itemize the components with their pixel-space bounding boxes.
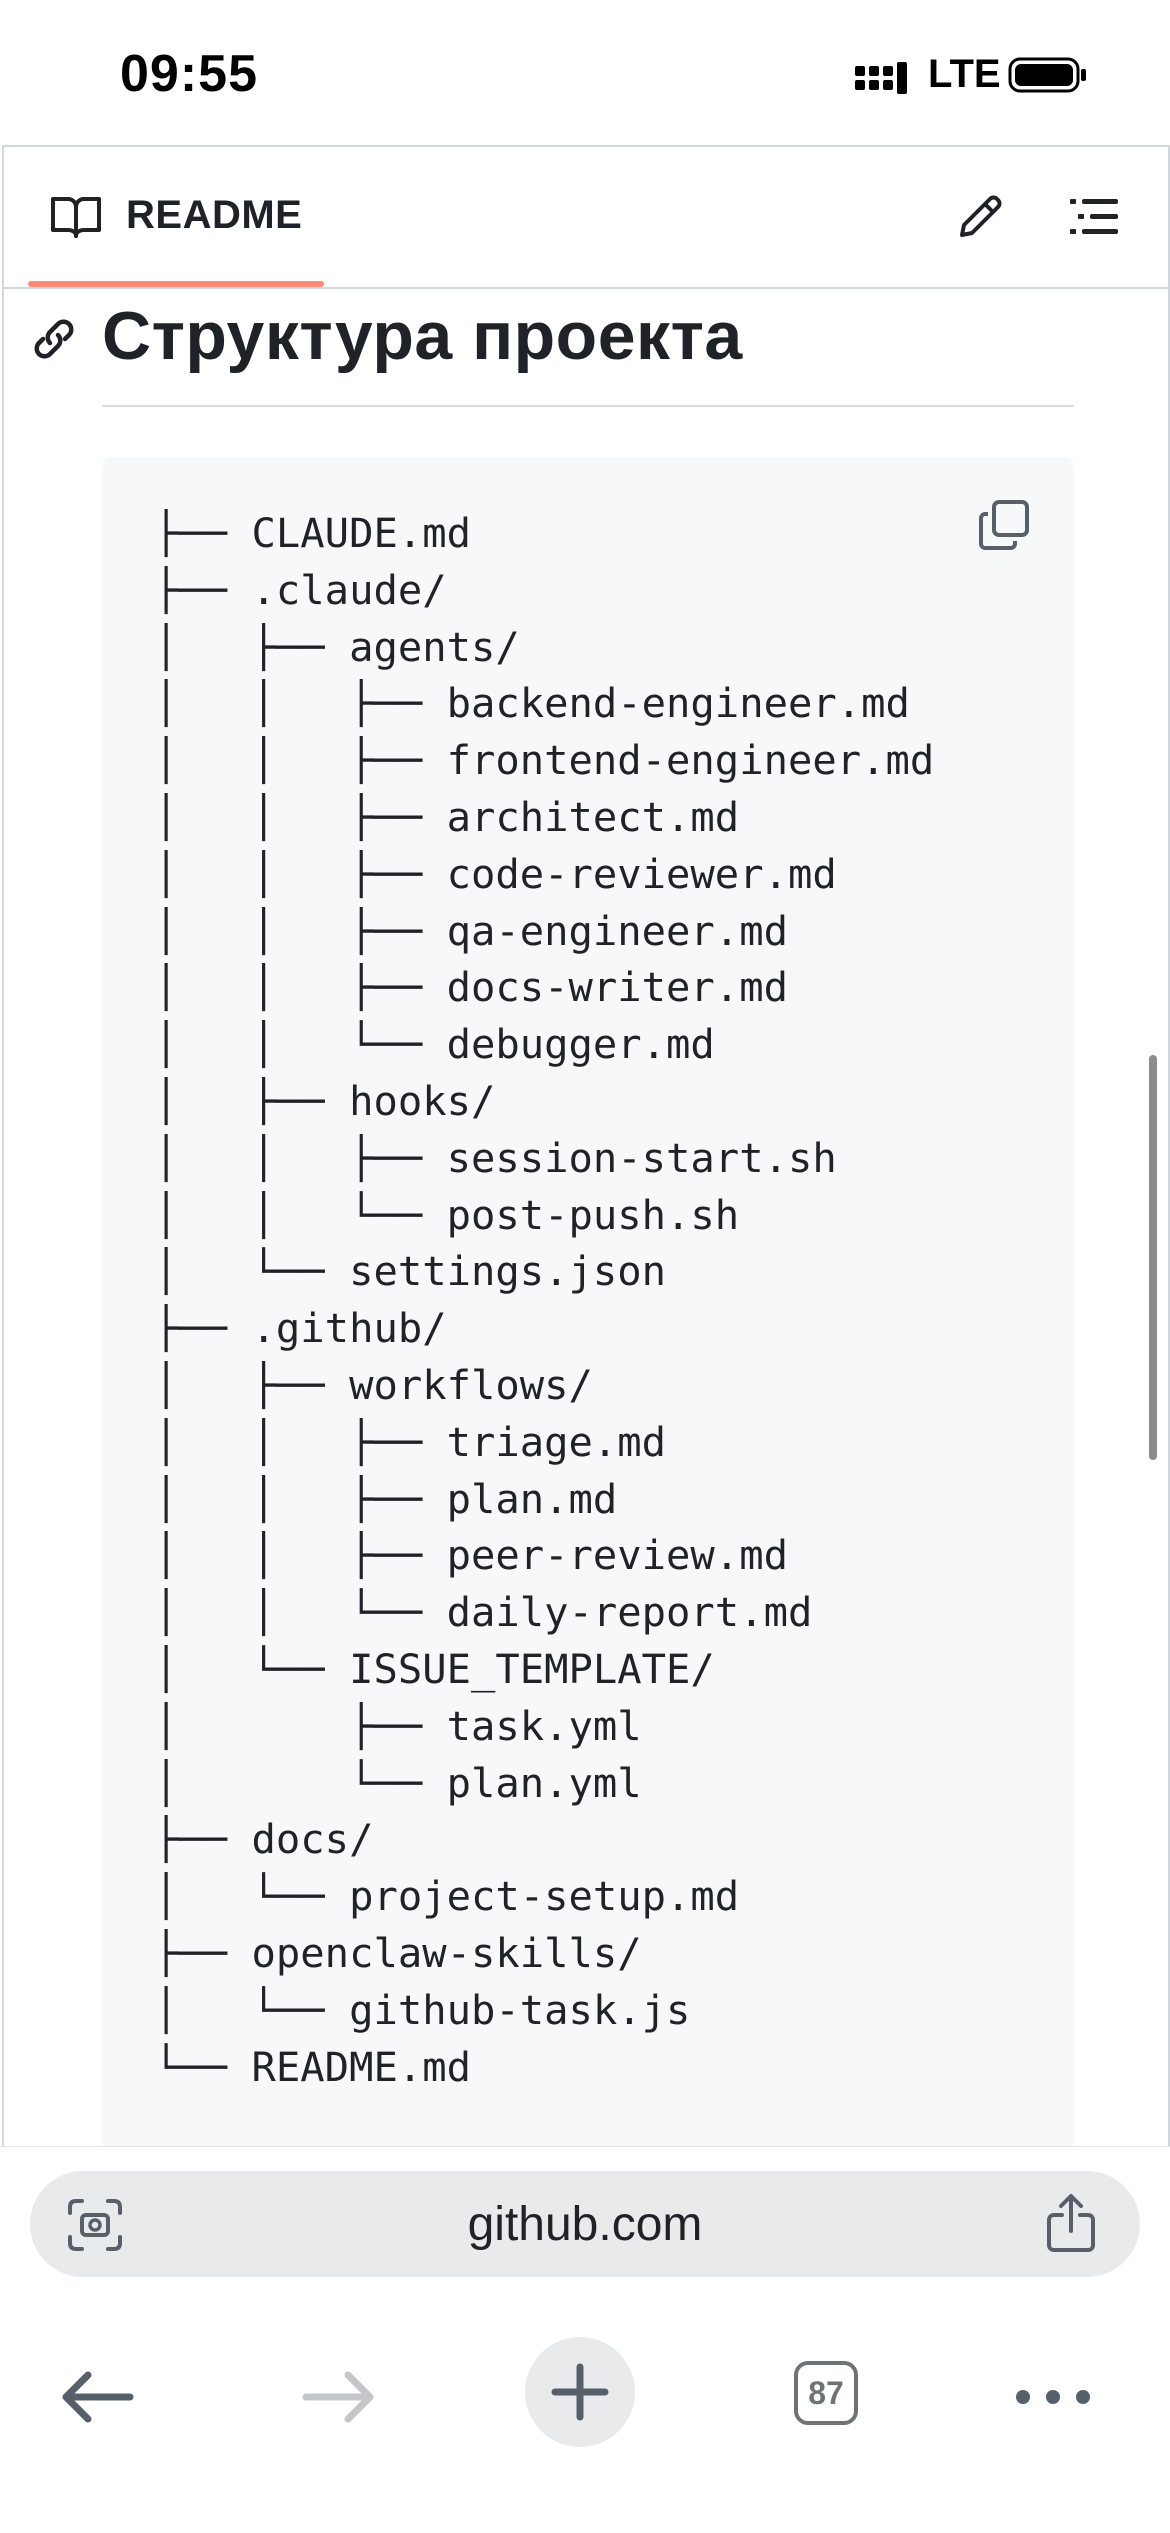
forward-arrow-icon[interactable]	[280, 2337, 400, 2457]
tree-line: │ ├── task.yml	[154, 1701, 642, 1750]
tree-line: │ │ ├── frontend-engineer.md	[154, 736, 935, 785]
tree-line: │ │ ├── triage.md	[154, 1417, 667, 1466]
tree-line: │ └── ISSUE_TEMPLATE/	[154, 1644, 715, 1693]
file-tree: ├── CLAUDE.md ├── .claude/ │ ├── agents/ │ …	[154, 505, 944, 2095]
tree-line: │ │ ├── qa-engineer.md	[154, 906, 788, 955]
url-text[interactable]: github.com	[467, 2198, 703, 2251]
network-type: LTE	[928, 52, 1001, 96]
tree-line: │ └── settings.json	[154, 1247, 667, 1296]
tree-line: │ ├── hooks/	[154, 1076, 496, 1125]
tree-line: │ └── project-setup.md	[154, 1872, 740, 1921]
share-icon[interactable]	[1044, 2193, 1098, 2253]
tree-line: │ │ ├── code-reviewer.md	[154, 849, 837, 898]
tree-line: │ │ ├── docs-writer.md	[154, 963, 788, 1012]
lens-icon[interactable]	[66, 2197, 124, 2253]
tree-line: │ │ ├── session-start.sh	[154, 1133, 837, 1182]
section-heading: Структура проекта	[102, 298, 743, 374]
link-icon[interactable]	[30, 315, 78, 363]
tree-line: │ │ ├── peer-review.md	[154, 1531, 788, 1580]
tree-line: ├── .github/	[154, 1304, 447, 1353]
tabs-icon: 87	[794, 2361, 858, 2425]
tree-line: │ ├── agents/	[154, 622, 520, 671]
code-block: ├── CLAUDE.md ├── .claude/ │ ├── agents/ │ …	[102, 457, 1074, 2157]
list-icon[interactable]	[1070, 195, 1118, 239]
battery-icon	[1008, 57, 1086, 93]
status-time: 09:55	[120, 45, 258, 103]
readme-panel: README Структура проекта ├── CLAUDE.md├─…	[2, 145, 1170, 2157]
signal-icon	[855, 62, 907, 94]
heading-divider	[102, 405, 1074, 407]
tree-line: │ └── github-task.js	[154, 1985, 691, 2034]
back-arrow-icon[interactable]	[36, 2337, 156, 2457]
tree-line: │ │ ├── plan.md	[154, 1474, 618, 1523]
new-tab-button[interactable]	[525, 2337, 635, 2447]
tree-line: │ │ ├── backend-engineer.md	[154, 679, 910, 728]
browser-toolbar: github.com 87	[0, 2146, 1170, 2533]
tree-line: ├── CLAUDE.md	[154, 509, 471, 557]
more-icon[interactable]	[993, 2337, 1113, 2457]
tree-line: └── README.md	[154, 2042, 471, 2091]
tree-line: │ │ └── daily-report.md	[154, 1588, 813, 1637]
readme-header: README	[4, 147, 1168, 289]
tree-line: ├── docs/	[154, 1815, 374, 1864]
tree-line: │ └── plan.yml	[154, 1758, 642, 1807]
copy-icon[interactable]	[978, 499, 1030, 551]
address-bar[interactable]: github.com	[30, 2171, 1140, 2277]
tree-line: │ │ └── post-push.sh	[154, 1190, 740, 1239]
active-tab-indicator	[28, 281, 324, 287]
tree-line: │ ├── workflows/	[154, 1360, 593, 1409]
pencil-icon[interactable]	[954, 191, 1006, 243]
tabs-button[interactable]: 87	[770, 2337, 890, 2457]
book-icon	[51, 197, 101, 238]
status-bar: 09:55 LTE	[0, 0, 1170, 150]
readme-tab[interactable]: README	[126, 193, 303, 237]
tree-line: │ │ └── debugger.md	[154, 1020, 715, 1069]
tree-line: ├── .claude/	[154, 565, 447, 614]
page-scrollbar[interactable]	[1149, 1055, 1157, 1460]
tree-line: ├── openclaw-skills/	[154, 1928, 642, 1977]
tree-line: │ │ ├── architect.md	[154, 792, 740, 841]
plus-icon	[551, 2363, 609, 2421]
